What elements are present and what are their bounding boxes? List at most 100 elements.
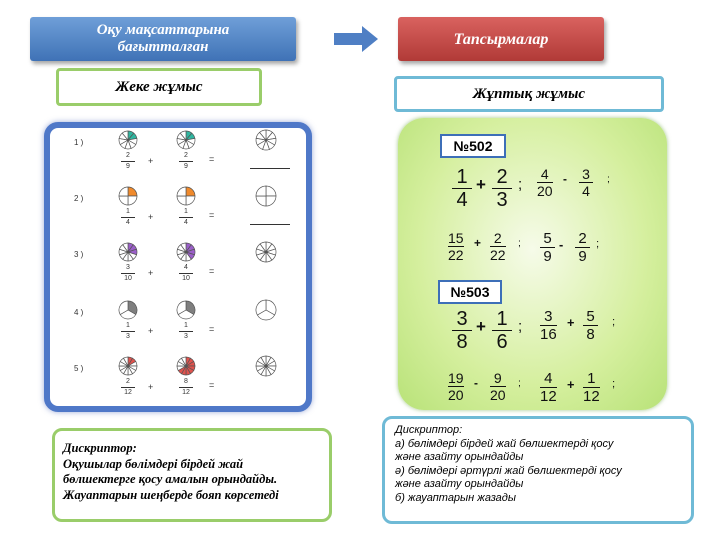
denominator: 4 [126, 219, 130, 226]
task-503-label: №503 [438, 280, 502, 304]
answer-circle [255, 299, 277, 321]
denominator: 3 [496, 189, 508, 211]
fraction-bar [490, 386, 506, 387]
descriptor-right-line: және азайту орындайды [395, 451, 524, 463]
denominator: 12 [124, 389, 132, 396]
fraction-bar [121, 331, 135, 332]
plus-sign: + [474, 236, 481, 251]
pie-slice [118, 186, 129, 197]
fraction-bar [121, 217, 135, 218]
denominator: 12 [583, 388, 600, 405]
fraction-circle-a [118, 356, 138, 376]
pie-slice [255, 299, 267, 316]
row-label: 5 ) [74, 364, 84, 373]
individual-work-tag: Жеке жұмыс [56, 68, 262, 106]
denominator: 9 [578, 248, 587, 265]
descriptor-left-line: Оқушылар бөлімдері бірдей жай [63, 456, 244, 471]
pie-slice [127, 195, 138, 206]
semicolon: ; [612, 377, 616, 390]
denominator: 9 [126, 163, 130, 170]
numerator: 2 [493, 230, 502, 246]
fraction-bar [575, 247, 590, 248]
descriptor-right: Дискриптор: а) бөлімдері бірдей жай бөлш… [382, 416, 694, 524]
pair-work-tag: Жұптық жұмыс [394, 76, 664, 112]
fraction-bar [179, 217, 193, 218]
fraction-circle-b [176, 300, 196, 320]
descriptor-right-line: а) бөлімдері бірдей жай бөлшектерді қосу [395, 437, 614, 450]
fraction-bar [121, 273, 135, 274]
fraction-bar [179, 331, 193, 332]
fraction-bar [452, 188, 472, 189]
answer-circle [255, 355, 277, 377]
task-503-text: №503 [450, 284, 490, 300]
pair-work-text: Жұптық жұмыс [472, 85, 586, 102]
numerator: 1 [587, 370, 596, 387]
row-label: 1 ) [74, 138, 84, 147]
fraction-bar [448, 386, 464, 387]
pie-slice [179, 130, 187, 141]
fraction-bar [179, 387, 193, 388]
numerator: 1 [184, 208, 188, 215]
pie-slice [265, 185, 277, 197]
numerator: 3 [126, 264, 130, 271]
denominator: 4 [582, 183, 590, 199]
pie-slice [265, 195, 277, 207]
fraction-a: 2 12 [121, 378, 135, 397]
descriptor-right-line: ә) бөлімдері әртүрлі жай бөлшектерді қос… [395, 464, 622, 477]
denominator: 4 [184, 219, 188, 226]
learning-objectives-banner: Оқу мақсаттарына бағытталған [30, 17, 296, 61]
minus-sign: - [474, 376, 478, 391]
denominator: 8 [586, 326, 595, 343]
numerator: 4 [544, 370, 553, 387]
denominator: 16 [540, 326, 557, 343]
numerator: 1 [126, 208, 130, 215]
fraction-bar [537, 182, 553, 183]
pie-slice [181, 356, 187, 368]
denominator: 4 [456, 189, 468, 211]
denominator: 12 [182, 389, 190, 396]
numerator: 5 [543, 230, 552, 247]
fraction-bar [121, 387, 135, 388]
task-502-label: №502 [440, 134, 506, 158]
equals-sign: = [209, 380, 215, 390]
denominator: 9 [543, 248, 552, 265]
fraction-bar [583, 387, 600, 388]
denominator: 22 [490, 247, 506, 263]
plus-sign: + [148, 382, 154, 392]
numerator: 3 [456, 308, 468, 330]
equals-sign: = [209, 210, 215, 220]
denominator: 10 [182, 275, 190, 282]
fraction-circle-a [118, 186, 138, 206]
fraction-bar [492, 188, 512, 189]
descriptor-left-line: бөлшектерге қосу амалын орындайды. [63, 472, 278, 486]
plus-sign: + [476, 175, 486, 194]
minus-sign: - [563, 172, 567, 187]
numerator: 1 [126, 322, 130, 329]
individual-work-text: Жеке жұмыс [115, 78, 203, 95]
numerator: 9 [493, 370, 502, 386]
fraction-circle-b [176, 356, 196, 376]
pie-slice [127, 186, 138, 197]
numerator: 2 [496, 166, 508, 188]
semicolon: ; [518, 318, 523, 335]
numerator: 2 [126, 378, 130, 385]
numerator: 4 [540, 166, 549, 182]
answer-circle [255, 241, 277, 263]
